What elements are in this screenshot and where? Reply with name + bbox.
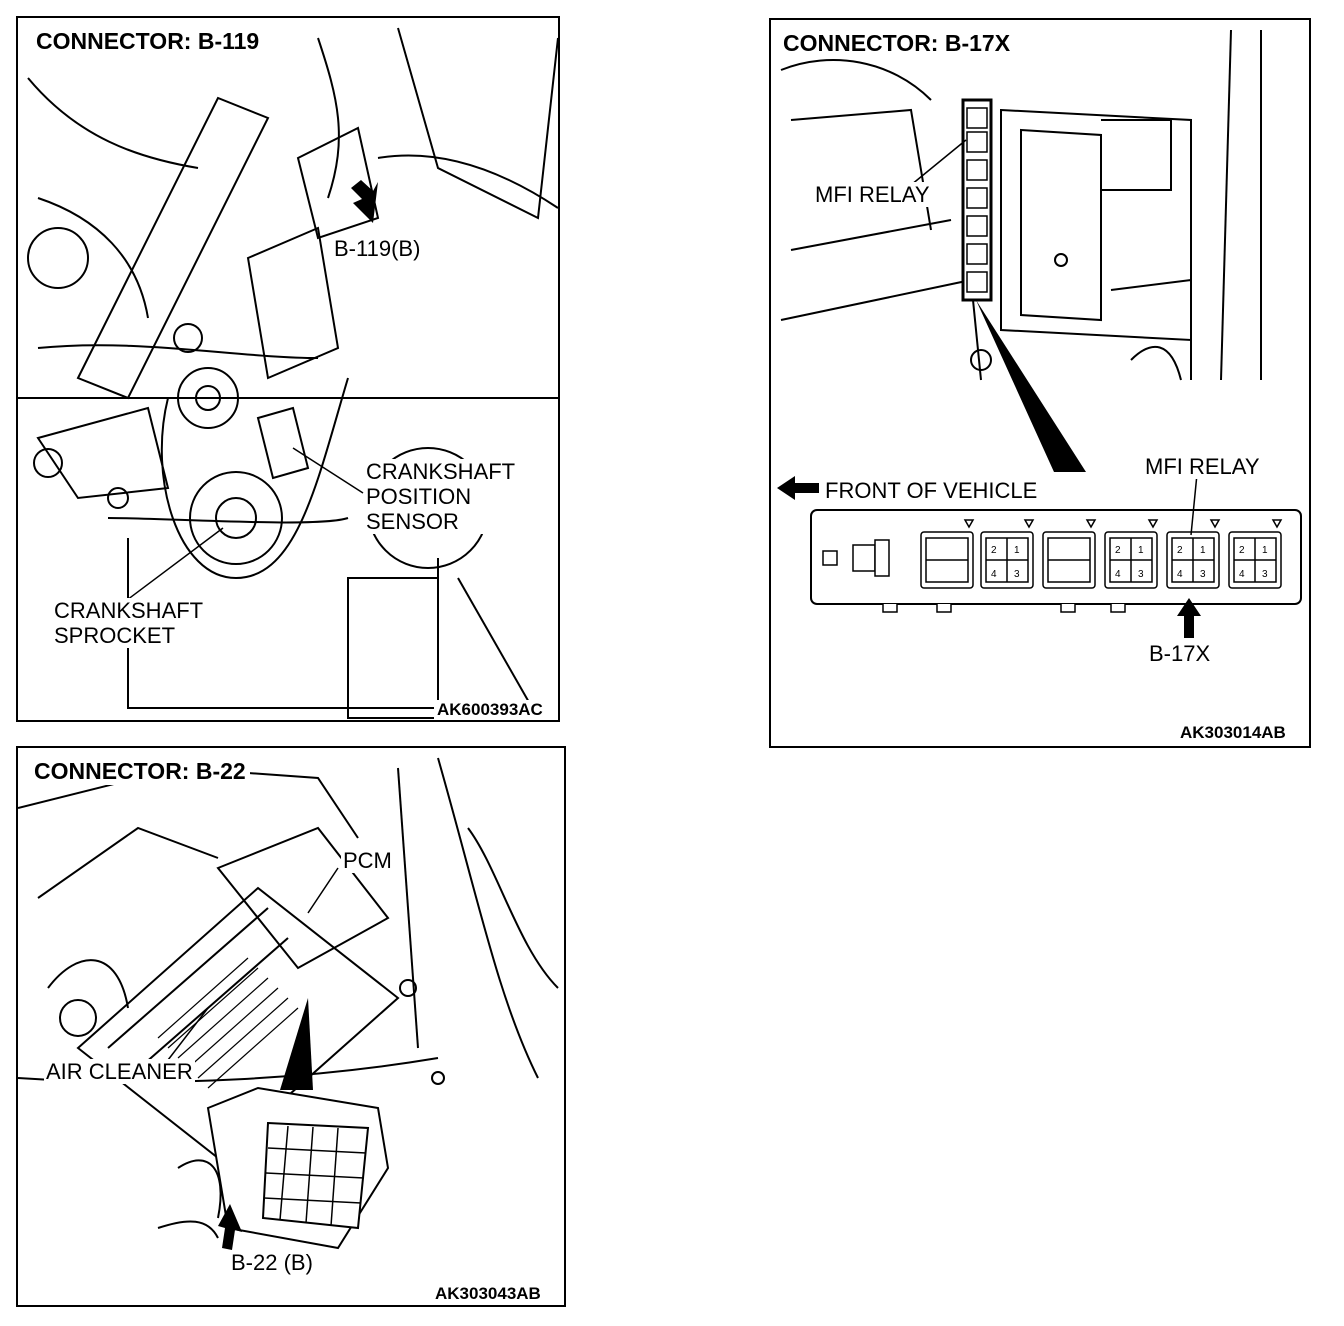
pin-number: 1 xyxy=(1262,545,1268,556)
pin-number: 3 xyxy=(1262,569,1268,580)
label-line: SENSOR xyxy=(366,509,459,534)
pcm-illustration xyxy=(18,757,559,1250)
figure-code-b17x: AK303014AB xyxy=(1177,723,1289,743)
label-air-cleaner: AIR CLEANER xyxy=(44,1059,195,1084)
figure-code-b22: AK303043AB xyxy=(432,1284,544,1304)
slot-marker-icon xyxy=(1023,519,1035,529)
slot-marker-icon xyxy=(963,519,975,529)
page-title-b119: CONNECTOR: B-119 xyxy=(32,28,264,55)
label-line: CRANKSHAFT xyxy=(54,598,204,623)
pin-number: 4 xyxy=(1239,569,1245,580)
label-line: CRANKSHAFT xyxy=(366,459,516,484)
callout-b119-connector: B-119(B) xyxy=(332,236,423,261)
pin-number: 4 xyxy=(1115,569,1121,580)
slot-marker-icon xyxy=(1085,519,1097,529)
pin-number: 2 xyxy=(991,545,997,556)
label-pcm: PCM xyxy=(341,848,394,873)
pin-number: 2 xyxy=(1115,545,1121,556)
panel-connector-b17x: 2 1 4 3 2 1 4 3 2 1 4 3 2 1 4 3 CONNECTOR: B-17X MFI RE… xyxy=(769,18,1311,748)
pin-number: 1 xyxy=(1014,545,1020,556)
label-mfi-relay-top: MFI RELAY xyxy=(813,182,932,207)
pin-number: 1 xyxy=(1200,545,1206,556)
callout-b17x-connector: B-17X xyxy=(1147,641,1213,666)
callout-b22-connector: B-22 (B) xyxy=(229,1250,315,1275)
pin-number: 4 xyxy=(991,569,997,580)
slot-marker-icon xyxy=(1271,519,1283,529)
panel-connector-b119: CONNECTOR: B-119 B-119(B) CRANKSHAFT POS… xyxy=(16,16,560,722)
label-line: SPROCKET xyxy=(54,623,176,648)
label-front-of-vehicle: FRONT OF VEHICLE xyxy=(823,478,1040,503)
pin-number: 3 xyxy=(1014,569,1020,580)
relay-box-illustration: 2 1 4 3 2 1 4 3 2 1 4 3 2 1 4 3 xyxy=(777,29,1302,638)
panel-connector-b22: CONNECTOR: B-22 PCM AIR CLEANER B-22 (B)… xyxy=(16,746,566,1307)
label-crankshaft-position-sensor: CRANKSHAFT POSITION SENSOR xyxy=(364,459,518,534)
pin-number: 1 xyxy=(1138,545,1144,556)
pin-number: 3 xyxy=(1200,569,1206,580)
pin-number: 2 xyxy=(1177,545,1183,556)
page-title-b17x: CONNECTOR: B-17X xyxy=(779,30,1015,57)
slot-marker-icon xyxy=(1209,519,1221,529)
label-crankshaft-sprocket: CRANKSHAFT SPROCKET xyxy=(52,598,206,648)
pin-number: 4 xyxy=(1177,569,1183,580)
pin-number: 2 xyxy=(1239,545,1245,556)
page-title-b22: CONNECTOR: B-22 xyxy=(30,758,250,785)
pin-number: 3 xyxy=(1138,569,1144,580)
slot-marker-icon xyxy=(1147,519,1159,529)
label-mfi-relay-bottom: MFI RELAY xyxy=(1143,454,1262,479)
label-line: POSITION xyxy=(366,484,472,509)
figure-code-b119: AK600393AC xyxy=(434,700,546,720)
